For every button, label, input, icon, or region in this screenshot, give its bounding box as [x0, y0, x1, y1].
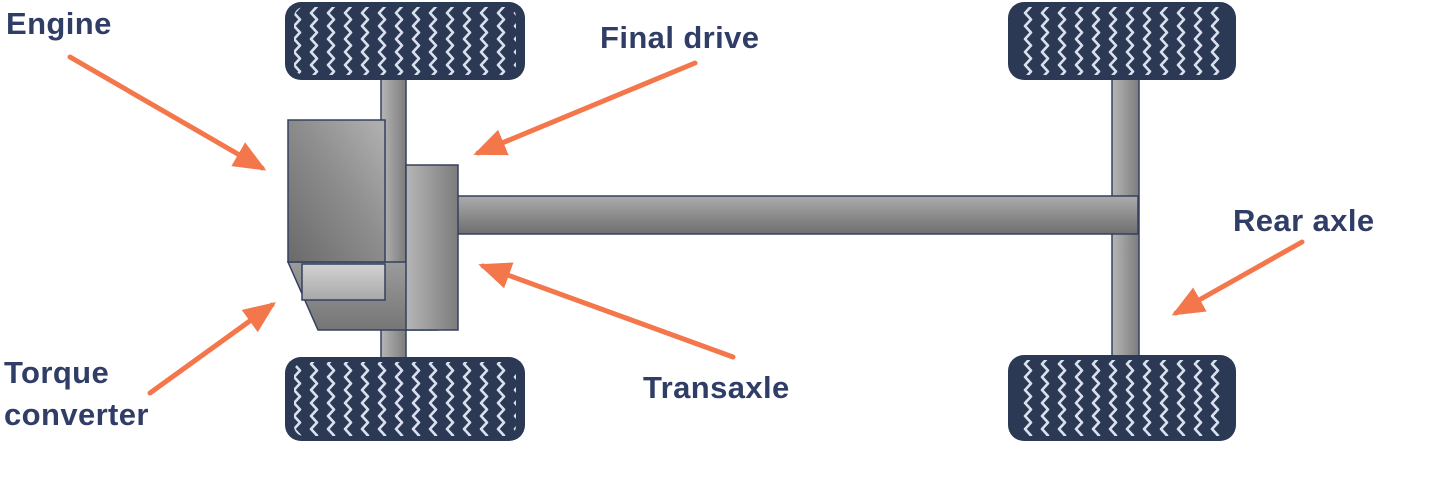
rear-axle-label: Rear axle — [1233, 203, 1375, 238]
engine-block — [287, 119, 386, 263]
rear-top-tire — [1008, 2, 1236, 80]
driveshaft — [451, 195, 1139, 235]
rear-bottom-tire-tread — [1017, 360, 1227, 436]
rear-bottom-tire — [1008, 355, 1236, 441]
transaxle-housing — [405, 164, 459, 331]
rear-top-tire-tread — [1017, 7, 1227, 75]
torque-converter-label-line1: Torque — [4, 355, 110, 390]
front-bottom-tire — [285, 357, 525, 441]
final-drive-arrow — [473, 60, 698, 156]
transaxle-arrow — [478, 262, 736, 360]
transaxle-label: Transaxle — [643, 370, 790, 405]
front-top-tire-tread — [294, 7, 516, 75]
torque-converter-label: Torque converter — [4, 352, 149, 436]
engine-label: Engine — [6, 6, 112, 41]
rear-axle-arrow — [1171, 239, 1305, 316]
torque-converter-label-line2: converter — [4, 397, 149, 432]
torque-converter-arrow — [147, 302, 277, 396]
final-drive-label: Final drive — [600, 20, 760, 55]
engine-arrow — [67, 54, 267, 171]
front-top-tire — [285, 2, 525, 80]
torque-converter-block — [301, 263, 386, 301]
front-bottom-tire-tread — [294, 362, 516, 436]
